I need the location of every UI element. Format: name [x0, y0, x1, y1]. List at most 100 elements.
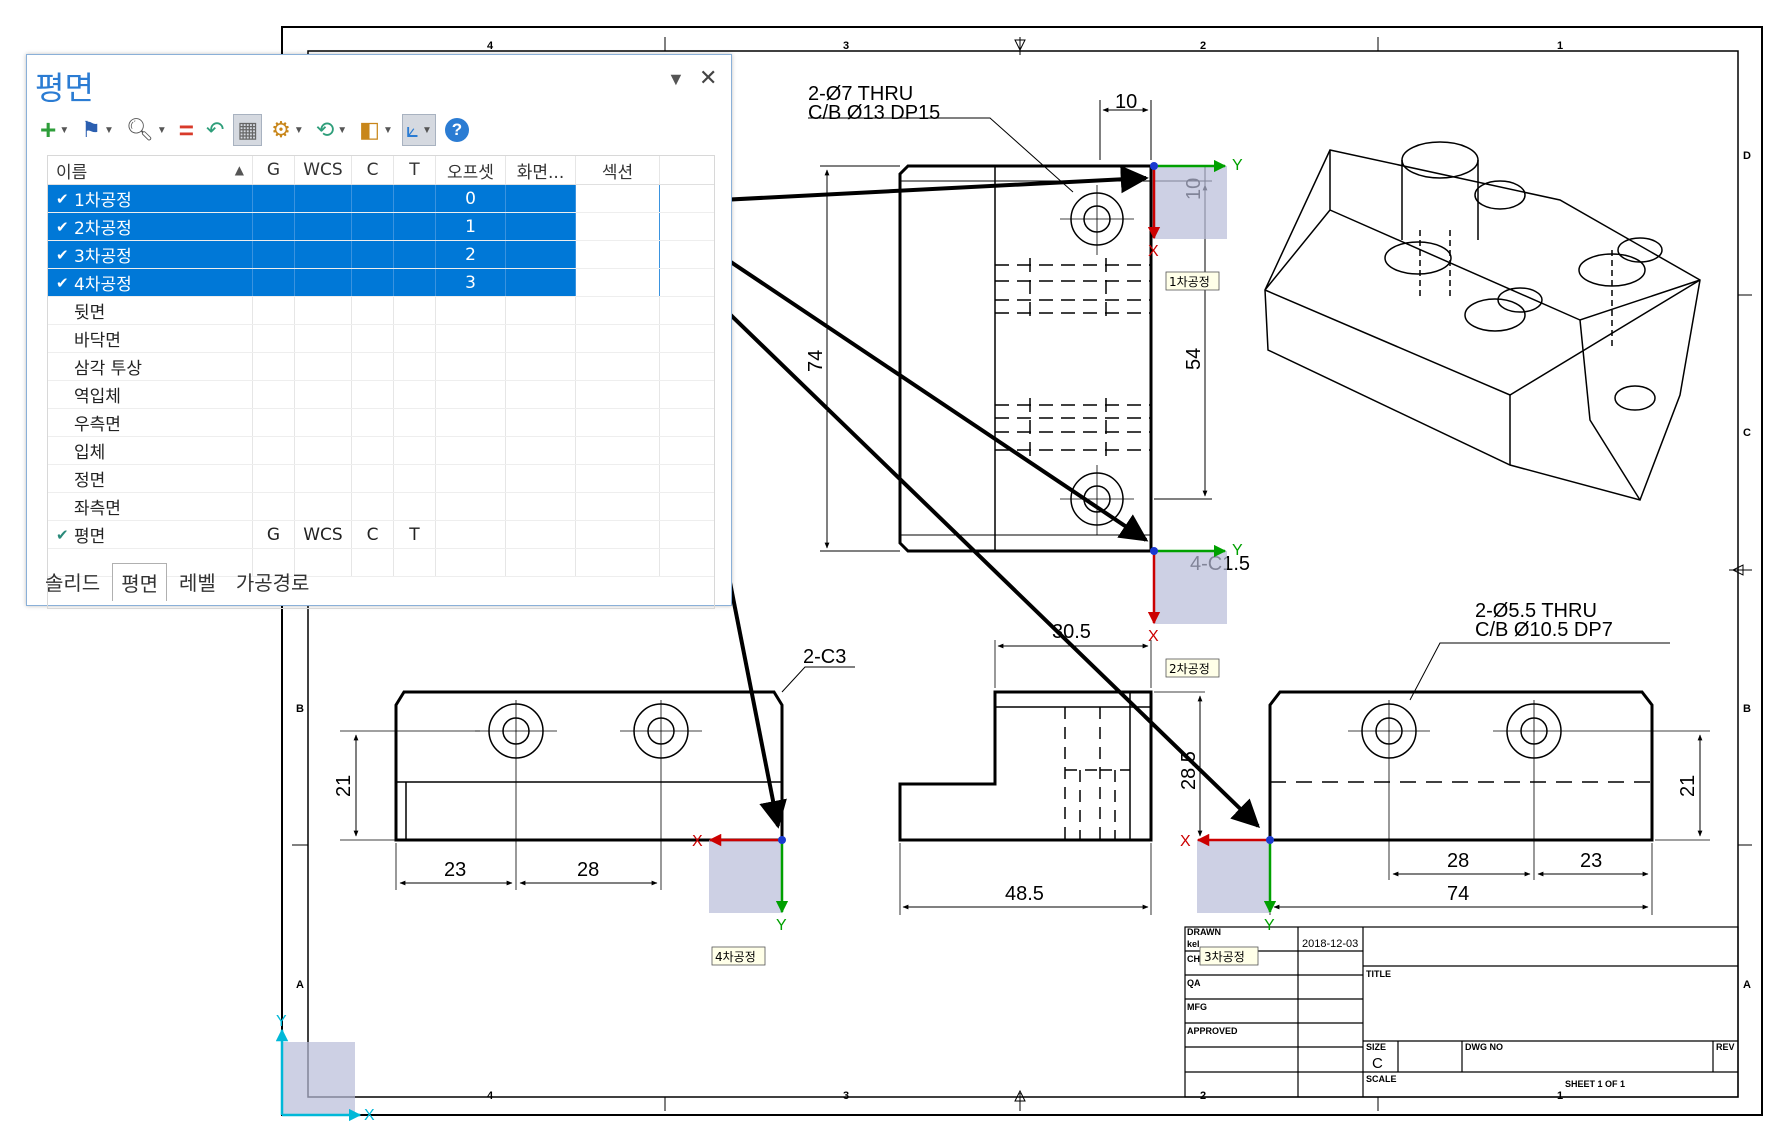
row-t-cell[interactable] [394, 381, 436, 408]
row-offset-cell[interactable]: 1 [436, 213, 506, 240]
row-display-cell[interactable] [506, 409, 576, 436]
calculator-icon[interactable]: ▦ [233, 114, 263, 146]
row-t-cell[interactable] [394, 297, 436, 324]
row-name-cell[interactable]: 뒷면 [48, 297, 253, 324]
plane-gizmo-1[interactable]: X Y 1차공정 [1147, 157, 1243, 291]
close-icon[interactable]: ✕ [699, 65, 718, 90]
help-icon[interactable]: ? [442, 115, 472, 145]
row-wcs-cell[interactable] [295, 381, 352, 408]
visible-check-icon[interactable]: ✔ [56, 189, 69, 208]
row-name-cell[interactable]: 정면 [48, 465, 253, 492]
equal-icon[interactable]: = [178, 114, 194, 145]
tab-toolpath[interactable]: 가공경로 [235, 571, 310, 595]
row-name-cell[interactable]: 삼각 투상 [48, 353, 253, 380]
row-offset-cell[interactable]: 2 [436, 241, 506, 268]
box-icon[interactable]: ◧▼ [359, 117, 393, 142]
row-c-cell[interactable] [352, 353, 394, 380]
row-g-cell[interactable] [253, 325, 295, 352]
row-c-cell[interactable] [352, 381, 394, 408]
row-t-cell[interactable]: T [394, 521, 436, 548]
row-display-cell[interactable] [506, 269, 576, 296]
row-c-cell[interactable] [352, 493, 394, 520]
row-wcs-cell[interactable] [295, 269, 352, 296]
row-section-cell[interactable] [576, 269, 660, 296]
row-name-cell[interactable]: 입체 [48, 437, 253, 464]
row-name-cell[interactable]: ✔1차공정 [48, 185, 253, 212]
row-g-cell[interactable] [253, 409, 295, 436]
undo-icon[interactable]: ↶ [205, 117, 225, 142]
row-section-cell[interactable] [576, 241, 660, 268]
row-wcs-cell[interactable] [295, 353, 352, 380]
row-c-cell[interactable] [352, 297, 394, 324]
row-section-cell[interactable] [576, 521, 660, 548]
visible-check-icon[interactable]: ✔ [56, 245, 69, 264]
row-section-cell[interactable] [576, 185, 660, 212]
row-c-cell[interactable] [352, 409, 394, 436]
row-wcs-cell[interactable] [295, 437, 352, 464]
row-t-cell[interactable] [394, 241, 436, 268]
table-row[interactable]: 좌측면 [48, 493, 714, 521]
row-c-cell[interactable] [352, 241, 394, 268]
table-row[interactable]: 삼각 투상 [48, 353, 714, 381]
refresh-icon[interactable]: ⟲▼ [315, 117, 348, 142]
row-name-cell[interactable]: ✔2차공정 [48, 213, 253, 240]
row-section-cell[interactable] [576, 353, 660, 380]
row-offset-cell[interactable]: 3 [436, 269, 506, 296]
row-wcs-cell[interactable] [295, 241, 352, 268]
row-display-cell[interactable] [506, 241, 576, 268]
row-offset-cell[interactable] [436, 465, 506, 492]
table-row[interactable]: 우측면 [48, 409, 714, 437]
row-section-cell[interactable] [576, 381, 660, 408]
row-g-cell[interactable]: G [253, 521, 295, 548]
table-row[interactable]: ✔2차공정 1 [48, 213, 714, 241]
row-name-cell[interactable]: ✔3차공정 [48, 241, 253, 268]
row-section-cell[interactable] [576, 437, 660, 464]
row-g-cell[interactable] [253, 269, 295, 296]
visible-check-icon[interactable]: ✔ [56, 273, 69, 292]
col-section-header[interactable]: 섹션 [576, 156, 660, 184]
row-section-cell[interactable] [576, 409, 660, 436]
table-row[interactable]: 입체 [48, 437, 714, 465]
row-g-cell[interactable] [253, 437, 295, 464]
row-c-cell[interactable]: C [352, 521, 394, 548]
tab-plane[interactable]: 평면 [112, 563, 168, 601]
row-offset-cell[interactable] [436, 521, 506, 548]
search-icon[interactable]: 🔍︎▼ [125, 117, 167, 142]
table-row[interactable]: 역입체 [48, 381, 714, 409]
row-display-cell[interactable] [506, 325, 576, 352]
row-t-cell[interactable] [394, 437, 436, 464]
row-wcs-cell[interactable] [295, 185, 352, 212]
row-wcs-cell[interactable] [295, 465, 352, 492]
row-wcs-cell[interactable] [295, 409, 352, 436]
add-icon[interactable]: +▼ [40, 114, 70, 145]
row-offset-cell[interactable] [436, 297, 506, 324]
row-wcs-cell[interactable]: WCS [295, 521, 352, 548]
plane-gizmo-4[interactable]: X Y 4차공정 [692, 833, 789, 966]
row-display-cell[interactable] [506, 297, 576, 324]
visible-check-icon[interactable]: ✔ [56, 217, 69, 236]
row-t-cell[interactable] [394, 325, 436, 352]
row-t-cell[interactable] [394, 353, 436, 380]
visible-check-icon[interactable]: ✔ [56, 525, 69, 544]
row-c-cell[interactable] [352, 269, 394, 296]
row-g-cell[interactable] [253, 241, 295, 268]
row-offset-cell[interactable] [436, 437, 506, 464]
row-t-cell[interactable] [394, 493, 436, 520]
row-c-cell[interactable] [352, 465, 394, 492]
row-offset-cell[interactable] [436, 381, 506, 408]
col-display-header[interactable]: 화면... [506, 156, 576, 184]
row-c-cell[interactable] [352, 437, 394, 464]
row-c-cell[interactable] [352, 185, 394, 212]
col-g-header[interactable]: G [253, 156, 295, 184]
table-row[interactable]: 뒷면 [48, 297, 714, 325]
row-t-cell[interactable] [394, 409, 436, 436]
row-name-cell[interactable]: 바닥면 [48, 325, 253, 352]
row-g-cell[interactable] [253, 185, 295, 212]
row-g-cell[interactable] [253, 493, 295, 520]
row-offset-cell[interactable] [436, 493, 506, 520]
row-name-cell[interactable]: 역입체 [48, 381, 253, 408]
row-c-cell[interactable] [352, 213, 394, 240]
col-offset-header[interactable]: 오프셋 [436, 156, 506, 184]
